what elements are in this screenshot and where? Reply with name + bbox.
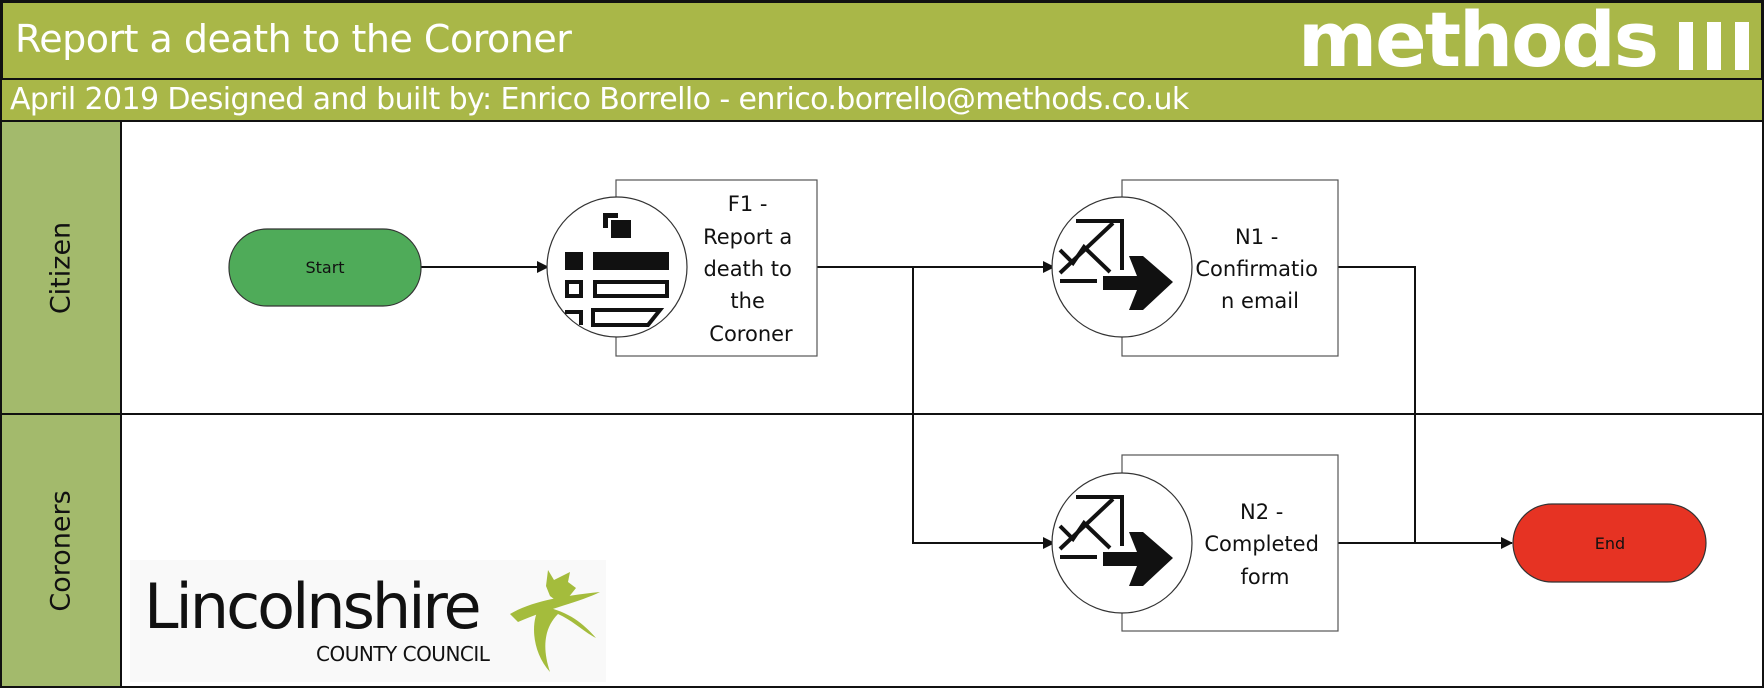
send-email-icon (1058, 219, 1173, 310)
logo-subtitle: COUNTY COUNCIL (316, 642, 490, 666)
send-email-icon (1058, 495, 1173, 586)
end-node[interactable]: End (1512, 503, 1707, 583)
f1-node[interactable]: F1 - Report a death to the Coroner (546, 179, 818, 357)
brand-name: methods (1297, 0, 1659, 84)
lane-citizen: Citizen (2, 122, 1764, 415)
start-node[interactable]: Start (228, 228, 422, 307)
lincolnshire-imp-icon (510, 570, 600, 672)
connector-n1-end (1338, 266, 1416, 543)
three-bars-icon (1679, 21, 1749, 70)
n2-label: N2 - Completed form (1204, 500, 1325, 589)
lane-label-coroners: Coroners (2, 415, 122, 686)
credit-text: April 2019 Designed and built by: Enrico… (10, 82, 1189, 117)
start-label: Start (305, 258, 344, 277)
header-bar: Report a death to the Coroner methods (0, 0, 1764, 84)
lane-label-citizen: Citizen (2, 122, 122, 413)
credit-bar: April 2019 Designed and built by: Enrico… (0, 80, 1764, 122)
page-title: Report a death to the Coroner (15, 17, 572, 61)
n1-node[interactable]: N1 - Confirmatio n email (1051, 179, 1339, 357)
logo-name: Lincolnshire (144, 570, 482, 643)
brand-logo: methods (1298, 0, 1749, 84)
connectors (420, 261, 1513, 549)
lane-coroners: Coroners (2, 415, 1764, 688)
form-icon (565, 213, 669, 327)
connector-f1-n2 (912, 267, 1055, 549)
n1-label: N1 - Confirmatio n email (1195, 225, 1324, 313)
n2-node[interactable]: N2 - Completed form (1051, 454, 1339, 632)
lincolnshire-logo: Lincolnshire COUNTY COUNCIL (130, 560, 606, 682)
swimlanes: Citizen Coroners (0, 122, 1764, 688)
end-label: End (1595, 534, 1625, 553)
f1-label: F1 - Report a death to the Coroner (703, 192, 799, 346)
